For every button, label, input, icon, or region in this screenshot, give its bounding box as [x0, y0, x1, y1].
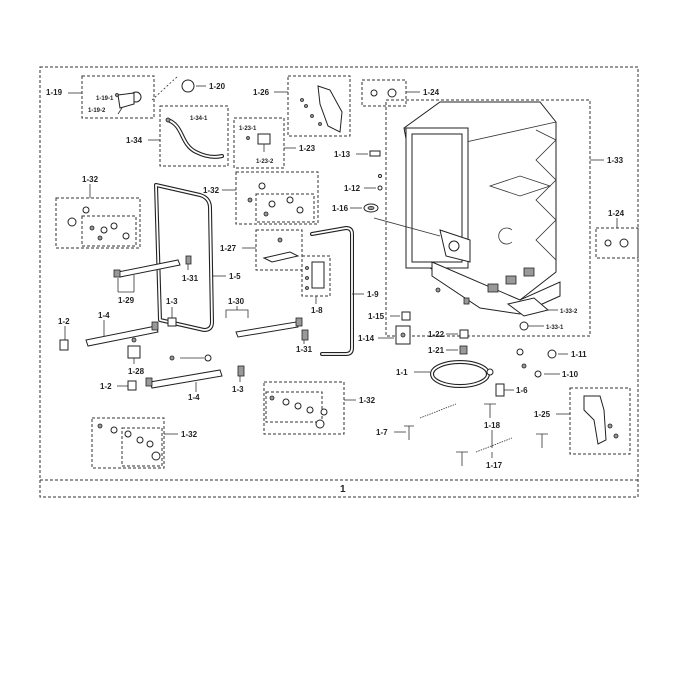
label-1-7: 1-7 — [376, 428, 388, 437]
group-1-19 — [68, 75, 155, 119]
label-1-32-bottom-center: 1-32 — [359, 396, 376, 405]
label-1-22: 1-22 — [428, 330, 445, 339]
label-1-2-bottom: 1-2 — [100, 382, 112, 391]
label-1-17: 1-17 — [486, 461, 503, 470]
part-1-2-top — [59, 326, 69, 351]
label-1-15: 1-15 — [368, 312, 385, 321]
part-1-12 — [364, 174, 383, 191]
group-1-17-1-18-springs — [419, 403, 513, 458]
group-1-26 — [274, 75, 351, 137]
part-1-9-gasket — [310, 226, 364, 356]
group-1-24-top — [361, 79, 420, 107]
label-1-29: 1-29 — [118, 296, 135, 305]
part-1-1-cable — [414, 360, 494, 388]
label-1-19-2: 1-19-2 — [88, 108, 106, 114]
group-1-32-bottom-center — [263, 381, 356, 435]
outer-assembly-frame — [39, 66, 639, 498]
part-1-13-screw — [356, 150, 381, 157]
label-1-2-top: 1-2 — [58, 317, 70, 326]
label-1-34-1: 1-34-1 — [190, 116, 208, 122]
part-1-6 — [495, 383, 514, 397]
part-1-4-top-rail — [85, 320, 159, 347]
group-1-32-bottom-left — [91, 417, 178, 469]
group-1-23 — [233, 117, 296, 169]
group-1-30-rails — [225, 306, 303, 338]
label-1-33-2: 1-33-2 — [560, 309, 578, 315]
label-1-23-2: 1-23-2 — [256, 159, 274, 165]
group-1-32-center — [222, 171, 319, 225]
group-1-32-left — [55, 184, 141, 249]
part-1-31-top — [185, 255, 192, 270]
part-1-7-screws — [394, 403, 548, 466]
part-1-16 — [350, 203, 441, 237]
label-1-4-bottom: 1-4 — [188, 393, 200, 402]
label-1-3-bottom: 1-3 — [232, 385, 244, 394]
group-1-10-1-11 — [516, 348, 568, 378]
group-1-29-rails — [113, 259, 181, 293]
group-1-8 — [301, 255, 331, 304]
part-1-3-top — [167, 307, 177, 327]
label-1-3-top: 1-3 — [166, 297, 178, 306]
part-1-5-gasket — [154, 183, 226, 332]
label-1-18: 1-18 — [484, 421, 501, 430]
group-1-24-right — [595, 218, 639, 259]
label-1-24-right: 1-24 — [608, 209, 625, 218]
label-1-4-top: 1-4 — [98, 311, 110, 320]
part-1-31-bottom — [301, 329, 309, 344]
label-1-1: 1-1 — [396, 368, 408, 377]
label-1-10: 1-10 — [562, 370, 579, 379]
label-assembly-1: 1 — [340, 484, 346, 495]
label-1-6: 1-6 — [516, 386, 528, 395]
group-1-14-1-15 — [378, 311, 411, 345]
label-1-23-1: 1-23-1 — [239, 126, 257, 132]
label-1-31-top: 1-31 — [182, 274, 199, 283]
label-1-32-center: 1-32 — [203, 186, 220, 195]
label-1-8: 1-8 — [311, 306, 323, 315]
label-1-11: 1-11 — [571, 350, 587, 359]
label-1-14: 1-14 — [358, 334, 375, 343]
label-1-20: 1-20 — [209, 82, 226, 91]
label-1-12: 1-12 — [344, 184, 361, 193]
label-1-24-top: 1-24 — [423, 88, 440, 97]
group-1-21-1-22 — [446, 329, 469, 355]
label-1-9: 1-9 — [367, 290, 379, 299]
label-1-27: 1-27 — [220, 244, 237, 253]
label-1-32-bottom-left: 1-32 — [181, 430, 198, 439]
group-1-25-hinge — [556, 387, 631, 455]
label-1-16: 1-16 — [332, 204, 349, 213]
label-1-30: 1-30 — [228, 297, 245, 306]
group-1-33-tub — [385, 99, 604, 337]
group-1-34 — [148, 105, 229, 167]
label-1-25: 1-25 — [534, 410, 551, 419]
label-1-5: 1-5 — [229, 272, 241, 281]
label-1-23: 1-23 — [299, 144, 316, 153]
label-1-26: 1-26 — [253, 88, 270, 97]
label-1-33: 1-33 — [607, 156, 624, 165]
label-1-21: 1-21 — [428, 346, 445, 355]
part-1-2-bottom — [117, 380, 137, 391]
label-1-13: 1-13 — [334, 150, 351, 159]
label-1-33-1: 1-33-1 — [546, 325, 564, 331]
part-1-20-o-ring — [151, 75, 206, 101]
label-1-19-1: 1-19-1 — [96, 96, 114, 102]
label-1-28: 1-28 — [128, 367, 145, 376]
part-1-28 — [127, 337, 141, 364]
group-1-27 — [242, 229, 303, 271]
screws-mid — [169, 354, 212, 362]
label-1-31-bottom: 1-31 — [296, 345, 313, 354]
label-1-34: 1-34 — [126, 136, 143, 145]
label-1-19: 1-19 — [46, 88, 63, 97]
label-1-32-left: 1-32 — [82, 175, 99, 184]
part-1-4-bottom-rail — [145, 365, 245, 392]
